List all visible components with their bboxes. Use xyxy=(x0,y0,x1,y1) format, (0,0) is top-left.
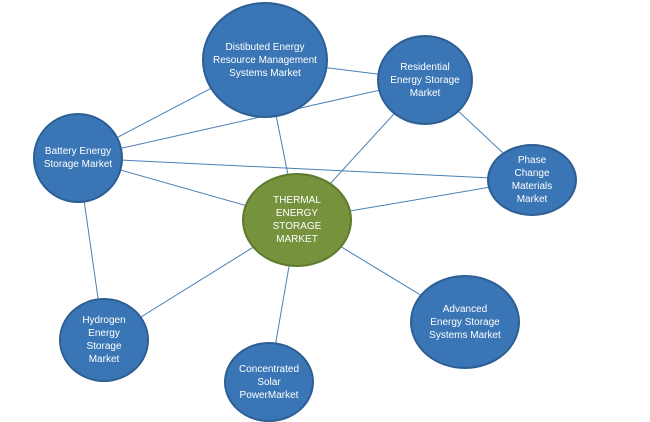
edge-battery-phase xyxy=(77,157,533,181)
node-label: Concentrated Solar PowerMarket xyxy=(238,363,300,401)
edge-battery-residential xyxy=(77,79,426,159)
node-label: Distibuted Energy Resource Management Sy… xyxy=(213,41,317,79)
node-distributed-energy: Distibuted Energy Resource Management Sy… xyxy=(202,2,328,118)
node-label: Hydrogen Energy Storage Market xyxy=(82,315,126,365)
node-thermal-energy-storage: THERMAL ENERGY STORAGE MARKET xyxy=(242,173,352,267)
node-concentrated-solar: Concentrated Solar PowerMarket xyxy=(224,342,314,422)
node-battery-energy: Battery Energy Storage Market xyxy=(33,113,123,203)
node-label: Battery Energy Storage Market xyxy=(43,146,113,170)
node-phase-change: Phase Change Materials Market xyxy=(487,144,577,216)
node-advanced-energy: Advanced Energy Storage Systems Market xyxy=(410,275,520,369)
node-hydrogen-energy: Hydrogen Energy Storage Market xyxy=(59,298,149,382)
node-label: Advanced Energy Storage Systems Market xyxy=(429,303,501,341)
node-label: Residential Energy Storage Market xyxy=(390,61,460,99)
node-label: Phase Change Materials Market xyxy=(511,155,553,205)
center-label: THERMAL ENERGY STORAGE MARKET xyxy=(272,195,322,245)
node-residential-energy: Residential Energy Storage Market xyxy=(377,35,473,125)
